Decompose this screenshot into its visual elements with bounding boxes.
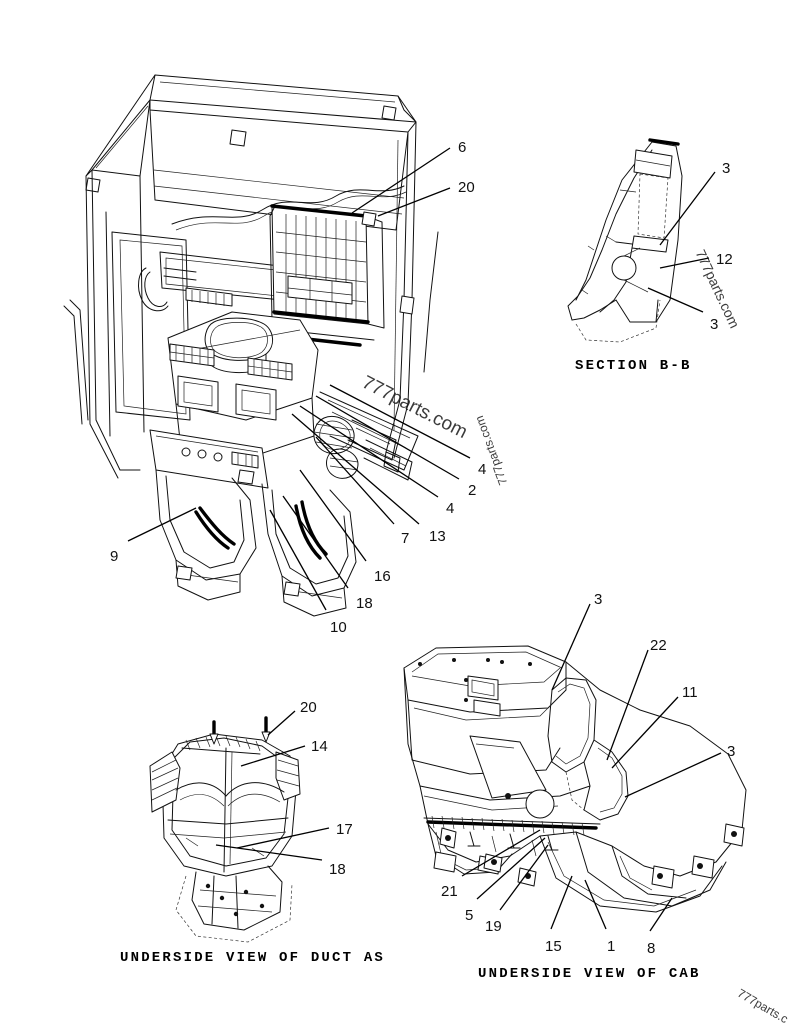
callout-number-17: 17 xyxy=(336,821,353,838)
view-caption-underside-cab: UNDERSIDE VIEW OF CAB xyxy=(478,966,701,982)
callout-leader-line xyxy=(236,827,330,849)
callout-leader-line xyxy=(351,147,451,214)
callout-number-20: 20 xyxy=(300,699,317,716)
callout-leader-line xyxy=(647,287,704,313)
callout-leader-line xyxy=(606,649,649,761)
callout-number-14: 14 xyxy=(311,738,328,755)
callout-leader-line xyxy=(240,745,306,767)
main-cab-assembly-art xyxy=(63,74,439,617)
callout-leader-line xyxy=(649,897,673,932)
callout-number-3: 3 xyxy=(594,591,603,608)
callout-leader-line xyxy=(377,187,451,217)
callout-number-3: 3 xyxy=(722,160,731,177)
callout-leader-line xyxy=(215,844,323,861)
callout-number-15: 15 xyxy=(545,938,562,955)
callout-leader-line xyxy=(315,436,395,525)
callout-number-6: 6 xyxy=(458,139,467,156)
callout-number-3: 3 xyxy=(727,743,736,760)
callout-leader-lines xyxy=(127,147,722,932)
callout-number-9: 9 xyxy=(110,548,119,565)
callout-number-19: 19 xyxy=(485,918,502,935)
callout-leader-line xyxy=(291,413,420,525)
callout-number-4: 4 xyxy=(446,500,455,517)
callout-leader-line xyxy=(550,875,573,930)
underside-duct-art xyxy=(149,716,301,943)
callout-number-11: 11 xyxy=(682,684,698,701)
callout-number-22: 22 xyxy=(650,637,667,654)
callout-leader-line xyxy=(659,171,716,246)
callout-leader-line xyxy=(461,829,541,877)
callout-number-1: 1 xyxy=(607,938,616,955)
callout-number-8: 8 xyxy=(647,940,656,957)
callout-leader-line xyxy=(329,384,471,459)
callout-number-10: 10 xyxy=(330,619,347,636)
callout-leader-line xyxy=(584,879,607,930)
callout-leader-line xyxy=(282,495,349,589)
callout-number-4: 4 xyxy=(478,461,487,478)
callout-number-5: 5 xyxy=(465,907,474,924)
callout-leader-line xyxy=(269,509,327,611)
callout-number-7: 7 xyxy=(401,530,410,547)
callout-leader-line xyxy=(659,257,710,269)
callout-number-21: 21 xyxy=(441,883,458,900)
callout-number-18: 18 xyxy=(329,861,346,878)
callout-number-3: 3 xyxy=(710,316,719,333)
callout-leader-line xyxy=(624,752,722,798)
callout-leader-line xyxy=(476,837,546,900)
callout-number-18: 18 xyxy=(356,595,373,612)
callout-leader-line xyxy=(299,405,439,498)
callout-leader-line xyxy=(551,603,591,691)
callout-number-12: 12 xyxy=(716,251,733,268)
callout-leader-line xyxy=(499,844,549,911)
callout-leader-line xyxy=(611,696,679,769)
callout-leader-line xyxy=(267,710,296,736)
callout-leader-line xyxy=(127,507,197,542)
view-caption-section-bb: SECTION B-B xyxy=(575,358,692,374)
callout-leader-line xyxy=(299,469,367,562)
callout-number-2: 2 xyxy=(468,482,477,499)
callout-number-13: 13 xyxy=(429,528,446,545)
section-bb-art xyxy=(567,138,683,343)
callout-leader-line xyxy=(315,395,460,480)
callout-number-20: 20 xyxy=(458,179,475,196)
callout-number-16: 16 xyxy=(374,568,391,585)
view-caption-underside-duct: UNDERSIDE VIEW OF DUCT AS xyxy=(120,950,386,966)
